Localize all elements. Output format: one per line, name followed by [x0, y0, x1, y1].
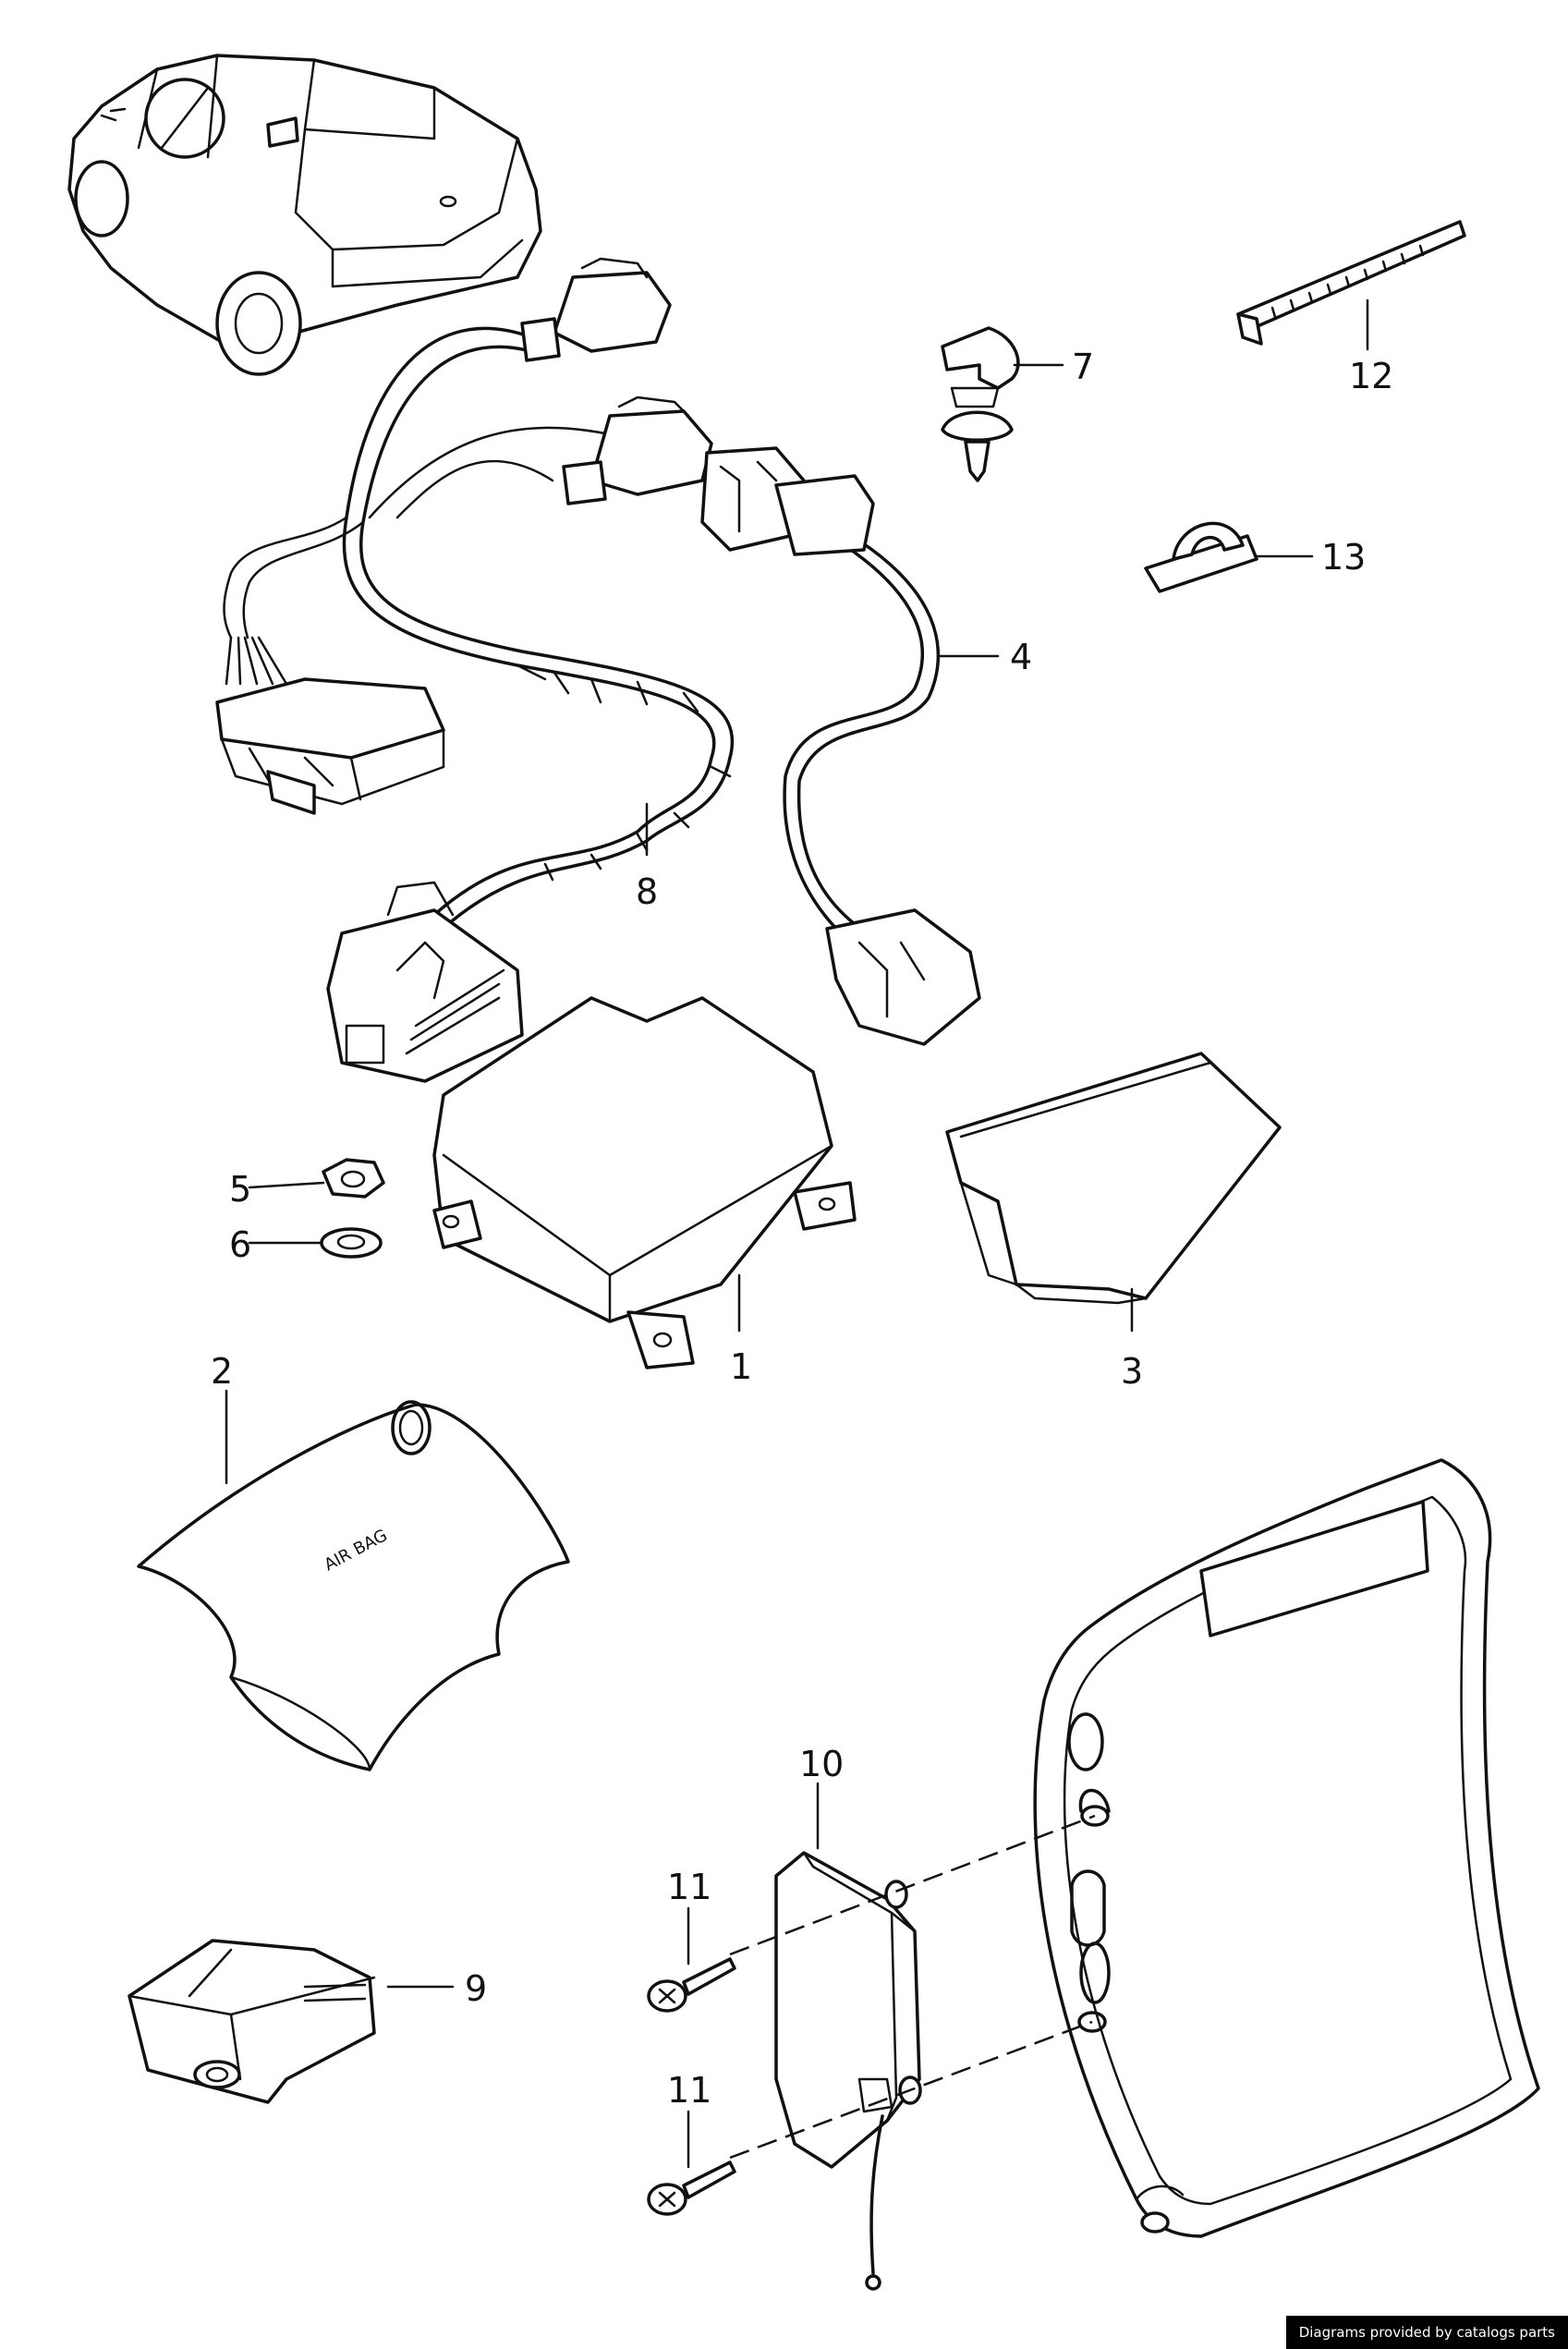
driver-airbag-cover: AIR BAG [137, 1400, 570, 1771]
wiring-harness [215, 257, 735, 1083]
screw-upper [647, 1957, 736, 2013]
callout-10: 10 [799, 1744, 844, 1784]
credit-badge: Diagrams provided by catalogs parts [1285, 2316, 1568, 2349]
screw-lower [647, 2160, 736, 2216]
spring-washer [320, 1227, 383, 1259]
vehicle-illustration [67, 54, 542, 376]
passenger-airbag-module [945, 1052, 1282, 1305]
plastic-clip [941, 326, 1020, 482]
connecting-cable [700, 446, 981, 1046]
callout-13: 13 [1321, 537, 1366, 578]
seat-backrest-frame [1033, 1458, 1540, 2238]
cable-tie [1236, 220, 1466, 346]
callout-1: 1 [730, 1346, 752, 1387]
callout-4: 4 [1010, 637, 1032, 677]
callout-5: 5 [229, 1169, 251, 1210]
callout-9: 9 [465, 1968, 487, 2009]
hex-nut [322, 1158, 385, 1199]
callout-6: 6 [229, 1224, 251, 1265]
crash-sensor [128, 1939, 376, 2104]
airbag-control-unit [432, 996, 857, 1369]
callout-3: 3 [1121, 1351, 1143, 1392]
callout-8: 8 [636, 871, 658, 912]
leader-lines [225, 298, 1369, 2169]
callout-12: 12 [1349, 356, 1393, 396]
callout-11-lower: 11 [667, 2070, 711, 2111]
cable-clamp [1144, 521, 1258, 593]
side-airbag-module [774, 1851, 922, 2291]
callout-7: 7 [1072, 347, 1094, 387]
callout-11-upper: 11 [667, 1867, 711, 1907]
callout-2: 2 [211, 1351, 233, 1392]
